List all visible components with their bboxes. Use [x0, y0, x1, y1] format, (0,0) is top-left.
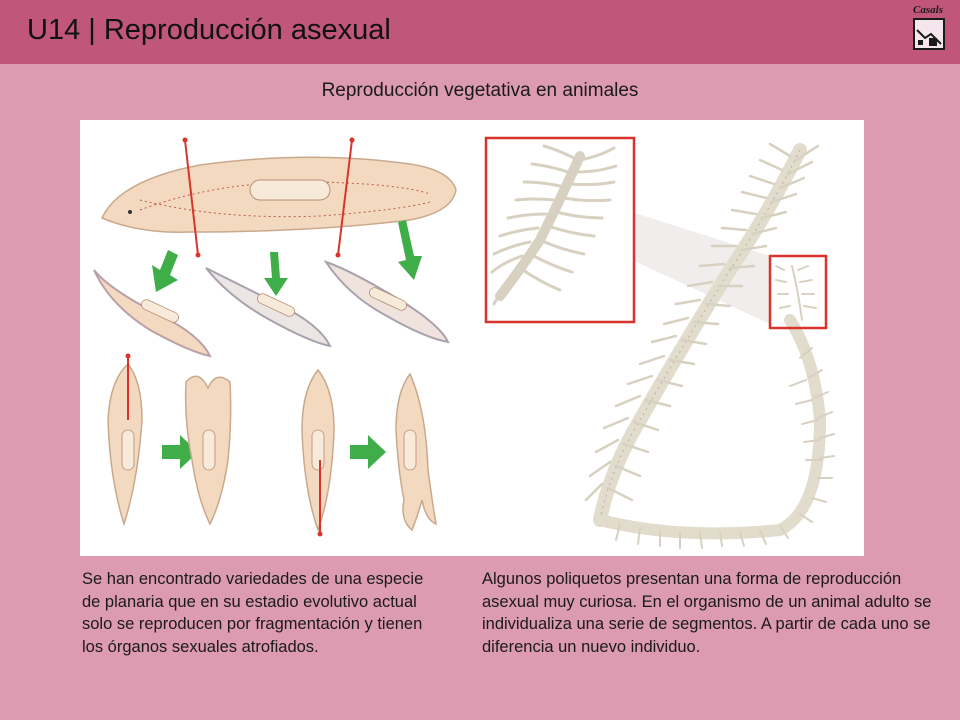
slide-title: U14 | Reproducción asexual	[27, 14, 391, 46]
zoom-box-small	[768, 254, 828, 330]
logo-text: Casals	[913, 4, 943, 16]
header-bar: U14 | Reproducción asexual Casals	[0, 0, 960, 64]
caption-polychaete: Algunos poliquetos presentan una forma d…	[482, 570, 932, 656]
casals-logo: Casals	[908, 4, 948, 50]
planaria-illustration	[93, 137, 457, 537]
caption-planaria: Se han encontrado variedades de una espe…	[82, 570, 424, 656]
slide-subtitle: Reproducción vegetativa en animales	[321, 80, 639, 101]
polychaete-illustration	[484, 136, 835, 549]
down-arrow-icons	[152, 220, 422, 296]
logo-icon	[913, 18, 945, 50]
illustration-svg	[93, 136, 835, 549]
illustration-figure	[80, 120, 864, 556]
